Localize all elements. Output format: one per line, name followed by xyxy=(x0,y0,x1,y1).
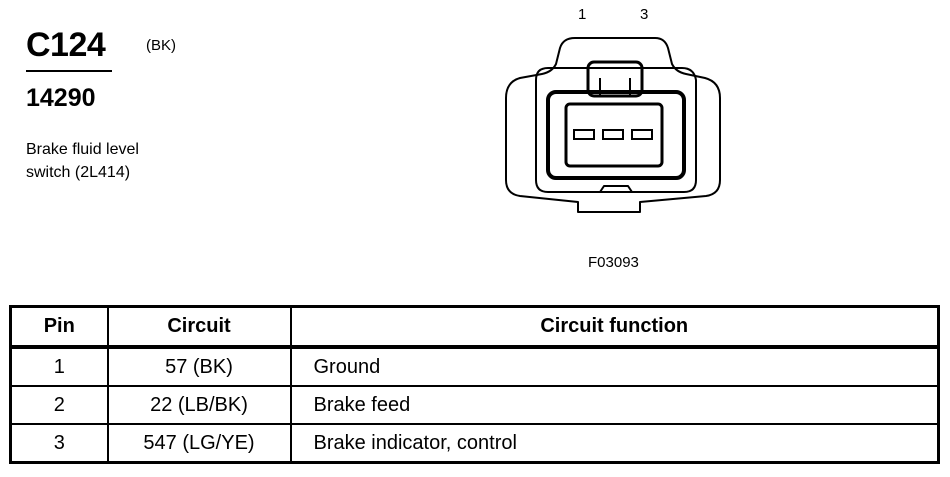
connector-id-underline xyxy=(26,70,112,72)
pin-table-header-row: Pin Circuit Circuit function xyxy=(9,305,940,348)
figure-id: F03093 xyxy=(588,254,639,271)
pin-table: Pin Circuit Circuit function 1 57 (BK) G… xyxy=(9,305,940,464)
connector-inner-shell xyxy=(535,67,697,193)
function-cell: Brake indicator, control xyxy=(289,423,940,464)
connector-color-code: (BK) xyxy=(146,37,176,54)
bottom-key xyxy=(599,185,633,193)
terminal-cavity xyxy=(546,90,686,180)
locking-tab xyxy=(586,60,644,98)
function-cell: Brake feed xyxy=(289,385,940,425)
table-row: 2 22 (LB/BK) Brake feed xyxy=(9,385,940,425)
circuit-cell: 547 (LG/YE) xyxy=(106,423,292,464)
circuit-cell: 57 (BK) xyxy=(106,346,292,387)
pin-cell: 3 xyxy=(9,423,109,464)
connector-id: C124 xyxy=(26,26,106,64)
function-cell: Ground xyxy=(289,346,940,387)
table-row: 3 547 (LG/YE) Brake indicator, control xyxy=(9,423,940,464)
component-description: Brake fluid level switch (2L414) xyxy=(26,138,139,184)
terminal-housing xyxy=(564,102,664,168)
header-circuit-function: Circuit function xyxy=(289,305,940,348)
description-line-2: switch (2L414) xyxy=(26,164,131,181)
terminal-pin-1 xyxy=(573,129,595,140)
circuit-cell: 22 (LB/BK) xyxy=(106,385,292,425)
header-pin: Pin xyxy=(9,305,109,348)
pin-cell: 2 xyxy=(9,385,109,425)
terminal-pin-3 xyxy=(631,129,653,140)
pin-cell: 1 xyxy=(9,346,109,387)
terminal-pin-2 xyxy=(602,129,624,140)
pin-1-label: 1 xyxy=(578,6,587,23)
pin-3-label: 3 xyxy=(640,6,649,23)
header-circuit: Circuit xyxy=(106,305,292,348)
table-row: 1 57 (BK) Ground xyxy=(9,346,940,387)
part-number: 14290 xyxy=(26,84,96,112)
connector-face-drawing xyxy=(505,37,721,213)
description-line-1: Brake fluid level xyxy=(26,141,139,158)
